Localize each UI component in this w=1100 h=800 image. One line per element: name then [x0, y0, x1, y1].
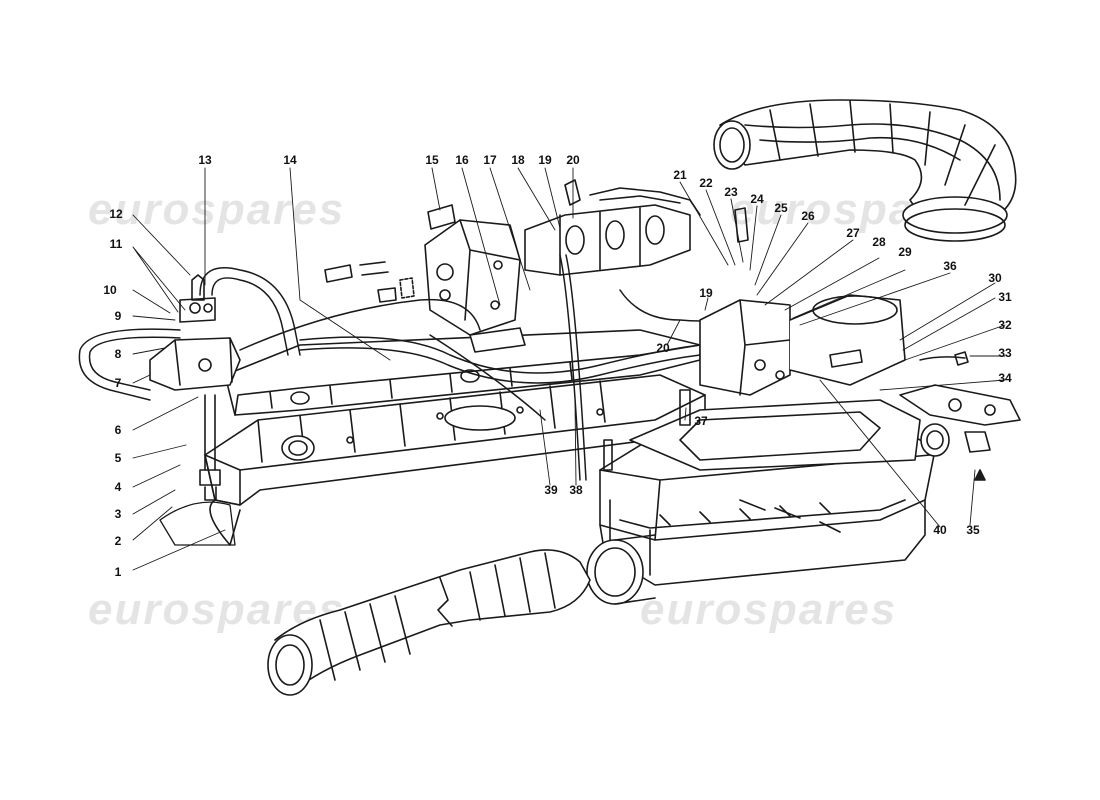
- part-callout-15[interactable]: 15: [425, 153, 439, 167]
- part-callout-4[interactable]: 4: [114, 480, 122, 494]
- part-callout-25[interactable]: 25: [774, 201, 788, 215]
- watermark: eurospares: [640, 585, 898, 634]
- part-callout-22[interactable]: 22: [699, 176, 713, 190]
- part-callout-9[interactable]: 9: [114, 309, 122, 323]
- part-callout-7[interactable]: 7: [114, 376, 122, 390]
- air-duct-elbow: [713, 99, 1017, 242]
- part-callout-1[interactable]: 1: [114, 565, 122, 579]
- warmup-regulator: [149, 274, 241, 501]
- airbox-inlet: [586, 534, 656, 605]
- part-callout-10[interactable]: 10: [103, 283, 117, 297]
- part-callout-31[interactable]: 31: [998, 290, 1012, 304]
- part-callout-17[interactable]: 17: [483, 153, 497, 167]
- part-callout-24[interactable]: 24: [750, 192, 764, 206]
- part-callout-19b[interactable]: 19: [699, 286, 713, 300]
- part-callout-28[interactable]: 28: [872, 235, 886, 249]
- part-callout-11[interactable]: 11: [109, 237, 123, 251]
- part-callout-14[interactable]: 14: [283, 153, 297, 167]
- bracket: [899, 384, 1021, 481]
- part-callout-16[interactable]: 16: [455, 153, 469, 167]
- part-callout-32[interactable]: 32: [998, 318, 1012, 332]
- part-callout-5[interactable]: 5: [114, 451, 122, 465]
- part-callout-19[interactable]: 19: [538, 153, 552, 167]
- fuel-distributor: [524, 187, 701, 276]
- airflow-meter: [699, 294, 906, 396]
- leader-lines: [132, 167, 1006, 571]
- air-filter-box: [599, 399, 936, 586]
- part-callout-18[interactable]: 18: [511, 153, 525, 167]
- part-callout-40[interactable]: 40: [933, 523, 947, 537]
- part-callout-13[interactable]: 13: [198, 153, 212, 167]
- part-callout-6[interactable]: 6: [114, 423, 122, 437]
- part-callout-20b[interactable]: 20: [656, 341, 670, 355]
- part-callout-20[interactable]: 20: [566, 153, 580, 167]
- part-callout-37[interactable]: 37: [694, 414, 708, 428]
- part-callout-21[interactable]: 21: [673, 168, 687, 182]
- part-callout-29[interactable]: 29: [898, 245, 912, 259]
- watermark: eurospares: [88, 185, 346, 234]
- part-callout-27[interactable]: 27: [846, 226, 860, 240]
- part-callout-12[interactable]: 12: [109, 207, 123, 221]
- part-callout-39[interactable]: 39: [544, 483, 558, 497]
- part-callout-36[interactable]: 36: [943, 259, 957, 273]
- part-callout-26[interactable]: 26: [801, 209, 815, 223]
- part-callout-34[interactable]: 34: [998, 371, 1012, 385]
- part-callout-38[interactable]: 38: [569, 483, 583, 497]
- part-callout-33[interactable]: 33: [998, 346, 1012, 360]
- fuel-hoses: [78, 254, 966, 481]
- intake-hose: [267, 549, 591, 696]
- part-callout-30[interactable]: 30: [988, 271, 1002, 285]
- throttle-body: [424, 219, 526, 353]
- part-callout-3[interactable]: 3: [114, 507, 122, 521]
- part-callout-23[interactable]: 23: [724, 185, 738, 199]
- part-callout-35[interactable]: 35: [966, 523, 980, 537]
- part-callout-2[interactable]: 2: [114, 534, 122, 548]
- part-callout-8[interactable]: 8: [114, 347, 122, 361]
